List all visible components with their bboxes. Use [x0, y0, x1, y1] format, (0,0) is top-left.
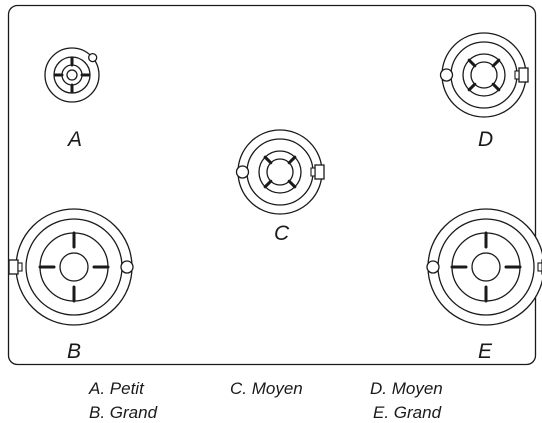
burner-b-outer-ring [15, 208, 133, 326]
burner-label-d: D [478, 128, 493, 151]
burner-e-igniter-tip [537, 262, 542, 272]
burner-c [235, 129, 325, 215]
burner-b [8, 208, 134, 326]
burner-c-ring-3 [266, 158, 294, 186]
burner-d-igniter-tip [514, 70, 520, 80]
burner-b-igniter-tip [17, 262, 23, 272]
burner-c-arm-3 [263, 155, 273, 165]
burner-d-notch [439, 68, 454, 82]
burner-b-igniter-tab [8, 259, 19, 275]
burner-b-notch [120, 260, 134, 274]
burner-c-outer-ring [237, 129, 323, 215]
burner-d-arm-2 [467, 82, 477, 92]
burner-a-notch [88, 52, 98, 63]
burner-c-notch [235, 165, 250, 179]
burner-d [439, 32, 529, 118]
burner-d-ring-2 [462, 53, 506, 97]
burner-e-notch [426, 260, 440, 274]
burner-a [44, 47, 100, 103]
burner-d-arm-4 [491, 58, 501, 68]
legend-item-e: E. Grand [373, 403, 442, 422]
burner-d-outer-ring [441, 32, 527, 118]
burner-d-arm-3 [467, 58, 477, 68]
burner-c-ring-2 [258, 150, 302, 194]
legend-item-c: C. Moyen [230, 379, 303, 398]
burner-label-b: B [67, 340, 81, 363]
burner-d-ring-3 [470, 61, 498, 89]
burner-d-igniter-tab [518, 67, 529, 83]
legend-item-d: D. Moyen [370, 379, 443, 398]
burner-e [426, 208, 542, 326]
burner-e-ring-3 [471, 252, 501, 282]
burner-c-igniter-tip [310, 167, 316, 177]
burner-c-arm-4 [287, 155, 297, 165]
burner-e-outer-ring [427, 208, 542, 326]
burner-c-arm-2 [263, 179, 273, 189]
burner-label-c: C [274, 222, 290, 245]
legend-item-a: A. Petit [88, 379, 145, 398]
burners-layer [8, 32, 542, 326]
hob-outline [7, 4, 537, 366]
burner-label-a: A [66, 128, 82, 151]
burner-label-e: E [478, 340, 493, 363]
legend-item-b: B. Grand [89, 403, 158, 422]
burner-a-outer-ring [44, 47, 100, 103]
burner-b-ring-3 [59, 252, 89, 282]
burner-c-igniter-tab [314, 164, 325, 180]
burner-c-arm-1 [287, 179, 297, 189]
burner-a-ring-3 [66, 69, 78, 81]
burner-d-arm-1 [491, 82, 501, 92]
